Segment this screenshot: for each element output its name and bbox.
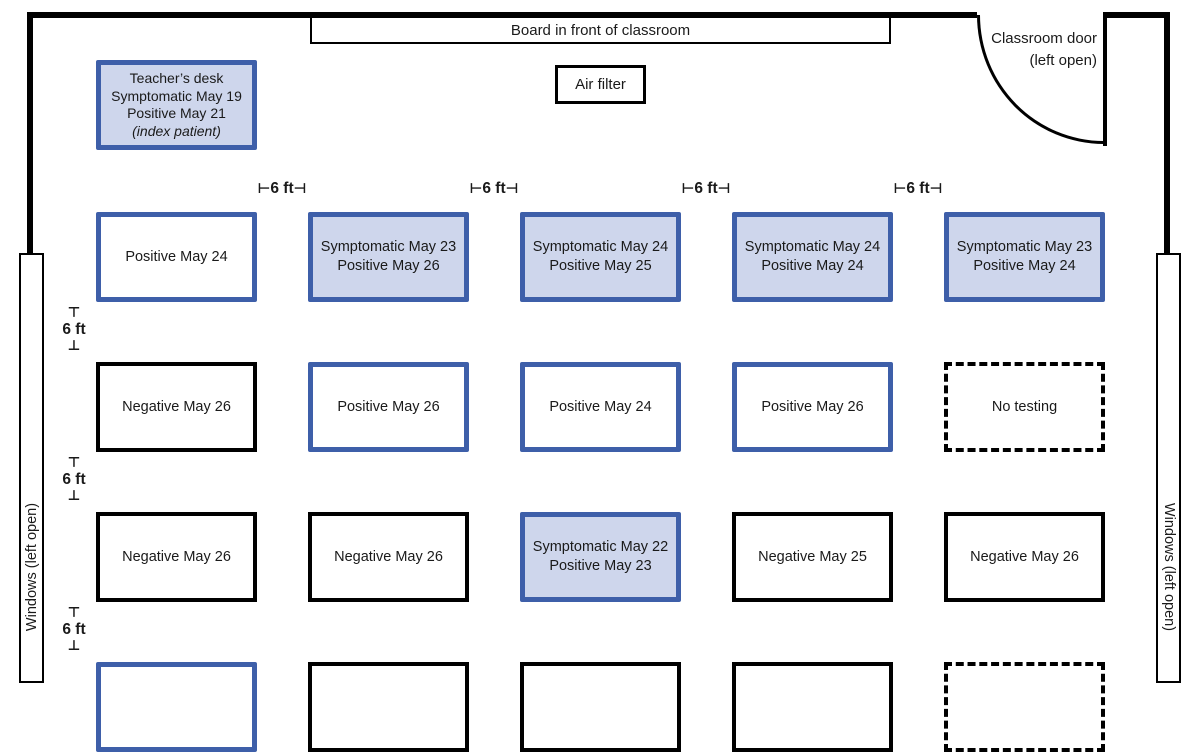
student-desk [96,662,257,752]
distance-label: 6 ft [62,621,86,638]
tick-right-icon: ⊣ [293,181,307,197]
distance-marker-horizontal: ⊢6 ft⊣ [242,179,322,199]
student-desk [944,662,1105,752]
tick-left-icon: ⊢ [257,181,271,197]
student-desk [732,662,893,752]
air-filter: Air filter [555,65,646,104]
tick-left-icon: ⊢ [469,181,483,197]
student-desk: No testing [944,362,1105,452]
tick-top-icon: ⊤ [67,605,81,621]
window-right: Windows (left open) [1156,253,1181,683]
teacher-desk-line4: (index patient) [132,122,221,139]
tick-top-icon: ⊤ [67,455,81,471]
door-label: Classroom door (left open) [940,28,1097,71]
window-left-label: Windows (left open) [23,502,40,632]
student-desk: Positive May 26 [732,362,893,452]
student-desk: Negative May 25 [732,512,893,602]
student-desk [520,662,681,752]
student-desk: Symptomatic May 24 Positive May 24 [732,212,893,302]
tick-left-icon: ⊢ [681,181,695,197]
student-desk: Symptomatic May 24 Positive May 25 [520,212,681,302]
student-desk: Positive May 24 [520,362,681,452]
teacher-desk-line3: Positive May 21 [127,105,226,121]
window-right-label: Windows (left open) [1160,502,1177,632]
distance-marker-horizontal: ⊢6 ft⊣ [666,179,746,199]
wall-left [27,12,33,256]
distance-marker-vertical: ⊤ 6 ft ⊥ [48,302,100,358]
board: Board in front of classroom [310,12,891,44]
window-left: Windows (left open) [19,253,44,683]
student-desk: Negative May 26 [944,512,1105,602]
board-label: Board in front of classroom [510,21,691,39]
door-panel [1103,15,1107,146]
student-desk: Positive May 26 [308,362,469,452]
distance-marker-vertical: ⊤ 6 ft ⊥ [48,602,100,658]
classroom-seating-diagram: { "labels": { "board": "Board in front o… [19,12,1181,752]
student-desk: Negative May 26 [96,512,257,602]
wall-right [1164,12,1170,256]
tick-left-icon: ⊢ [893,181,907,197]
door-label-line1: Classroom door [991,30,1097,47]
teacher-desk: Teacher’s desk Symptomatic May 19 Positi… [96,60,257,150]
teacher-desk-line2: Symptomatic May 19 [111,87,242,104]
student-desk: Negative May 26 [96,362,257,452]
distance-label: 6 ft [694,180,718,197]
student-desk: Symptomatic May 23 Positive May 26 [308,212,469,302]
distance-marker-vertical: ⊤ 6 ft ⊥ [48,452,100,508]
distance-label: 6 ft [906,180,930,197]
distance-marker-horizontal: ⊢6 ft⊣ [878,179,958,199]
tick-top-icon: ⊤ [67,305,81,321]
tick-right-icon: ⊣ [717,181,731,197]
tick-right-icon: ⊣ [929,181,943,197]
teacher-desk-line1: Teacher’s desk [129,70,224,86]
student-desk: Symptomatic May 23 Positive May 24 [944,212,1105,302]
student-desk [308,662,469,752]
tick-bottom-icon: ⊥ [67,338,81,354]
student-desk: Symptomatic May 22 Positive May 23 [520,512,681,602]
distance-label: 6 ft [270,180,294,197]
wall-top-right-segment [1103,12,1170,18]
distance-label: 6 ft [62,321,86,338]
student-desk: Negative May 26 [308,512,469,602]
tick-right-icon: ⊣ [505,181,519,197]
student-desk: Positive May 24 [96,212,257,302]
distance-label: 6 ft [482,180,506,197]
tick-bottom-icon: ⊥ [67,488,81,504]
air-filter-label: Air filter [575,76,626,93]
distance-marker-horizontal: ⊢6 ft⊣ [454,179,534,199]
tick-bottom-icon: ⊥ [67,638,81,654]
door-label-line2: (left open) [1029,51,1097,69]
distance-label: 6 ft [62,471,86,488]
